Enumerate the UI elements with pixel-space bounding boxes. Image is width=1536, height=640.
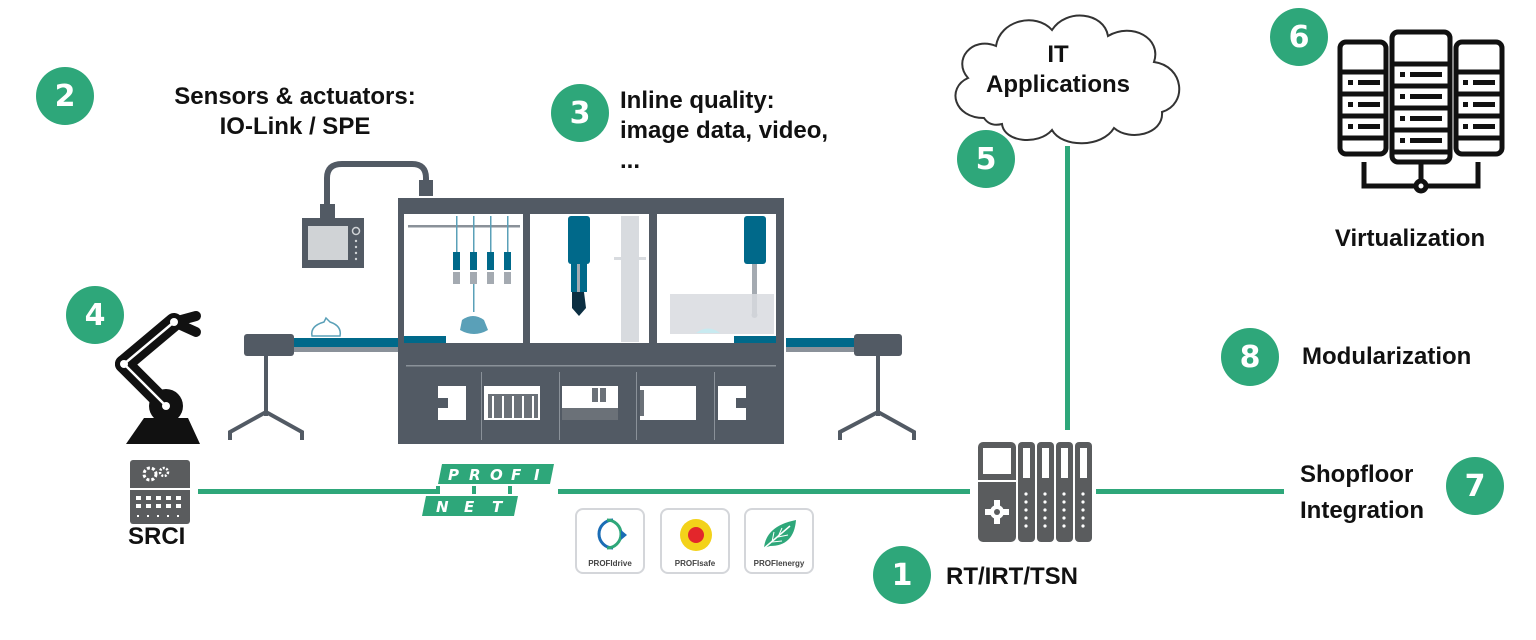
io-device-leds xyxy=(1024,492,1085,528)
badge-6: 6 xyxy=(1270,8,1328,66)
it-label-line2: Applications xyxy=(985,71,1130,98)
inline-quality-line3: ... xyxy=(620,147,641,174)
sensors-label-line2: IO-Link / SPE xyxy=(219,113,371,140)
badge-7: 7 xyxy=(1446,457,1504,515)
virtualization-label: Virtualization xyxy=(1334,225,1486,252)
shopfloor-label-line1: Shopfloor xyxy=(1300,461,1414,488)
profinet-letter: N xyxy=(436,498,449,516)
drive-arrows-icon xyxy=(597,518,627,550)
shopfloor-label-line2: Integration xyxy=(1300,497,1424,524)
network-line-left xyxy=(198,489,438,494)
cloud-icon xyxy=(954,14,1181,145)
it-label-line1: IT xyxy=(1047,41,1069,68)
profinet-letter: O xyxy=(490,466,503,484)
network-line-right xyxy=(1096,489,1284,494)
profidrive-label: PROFIdrive xyxy=(588,559,632,568)
gear-controller-icon xyxy=(130,460,190,524)
badge-3: 3 xyxy=(551,84,609,142)
badge-5: 5 xyxy=(957,130,1015,188)
robot-arm-icon xyxy=(115,311,201,444)
profidrive-card: PROFIdrive xyxy=(575,508,645,574)
modularization-label: Modularization xyxy=(1302,343,1472,370)
production-machine-icon xyxy=(228,161,916,444)
profinet-letter: R xyxy=(469,466,481,484)
badge-8: 8 xyxy=(1221,328,1279,386)
profinet-letter: F xyxy=(511,466,522,484)
inline-quality-label: Inline quality: image data, video, ... xyxy=(620,86,880,176)
sensors-actuators-label: Sensors & actuators: IO-Link / SPE xyxy=(140,82,450,142)
profinet-letter: I xyxy=(534,466,540,484)
profisafe-label: PROFIsafe xyxy=(674,559,716,568)
srci-label: SRCI xyxy=(128,523,186,550)
emergency-stop-icon xyxy=(680,519,712,551)
network-line-middle xyxy=(558,489,970,494)
it-applications-label: IT Applications xyxy=(960,40,1156,100)
profinet-logo: P R O F I N E T xyxy=(422,464,554,516)
profisafe-card: PROFIsafe xyxy=(660,508,730,574)
profinet-letter: E xyxy=(464,498,475,516)
rt-irt-tsn-label: RT/IRT/TSN xyxy=(946,563,1078,590)
badge-4: 4 xyxy=(66,286,124,344)
inline-quality-line1: Inline quality: xyxy=(620,87,775,114)
inline-quality-line2: image data, video, xyxy=(620,117,829,144)
network-line-cloud xyxy=(1065,146,1070,430)
badge-1: 1 xyxy=(873,546,931,604)
profienergy-card: PROFIenergy xyxy=(744,508,814,574)
leaf-icon xyxy=(761,520,796,551)
profienergy-label: PROFIenergy xyxy=(753,559,805,568)
shopfloor-integration-label: Shopfloor Integration xyxy=(1300,460,1424,526)
io-device-icon xyxy=(978,442,1092,542)
server-rack-icon xyxy=(1337,29,1505,194)
profinet-letter: T xyxy=(492,498,504,516)
badge-2: 2 xyxy=(36,67,94,125)
hmi-panel-icon xyxy=(302,161,433,268)
sensors-label-line1: Sensors & actuators: xyxy=(174,83,416,110)
profinet-letter: P xyxy=(448,466,459,484)
